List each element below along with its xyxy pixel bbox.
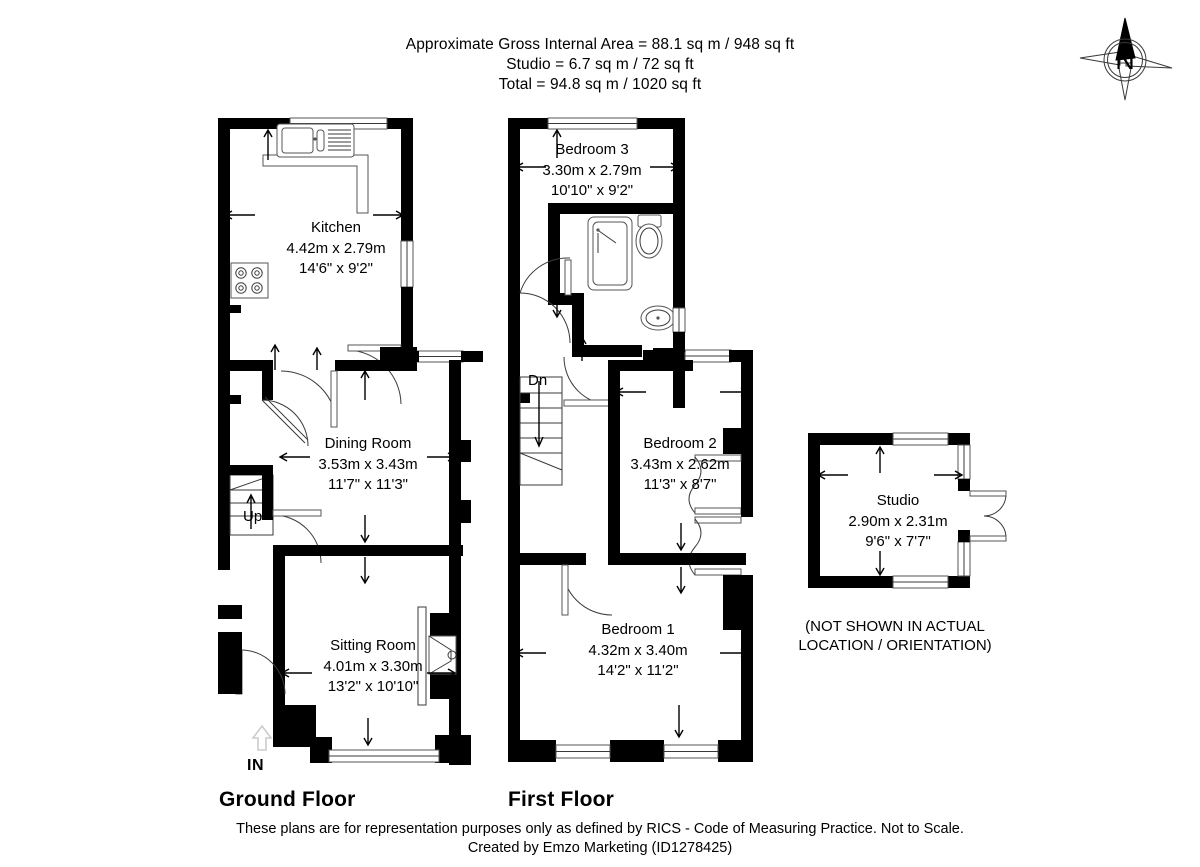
window-bedroom3-top xyxy=(547,117,638,130)
compass-label: N xyxy=(1115,45,1135,75)
room-metric: 4.01m x 3.30m xyxy=(323,657,423,675)
compass-north-icon: N xyxy=(1079,17,1173,101)
window-studio-right-bottom xyxy=(957,541,971,577)
room-metric: 4.32m x 3.40m xyxy=(588,641,688,659)
room-imperial: 14'2" x 11'2" xyxy=(597,662,679,679)
studio-note-line2: LOCATION / ORIENTATION) xyxy=(798,637,992,654)
studio-area-line: Studio = 6.7 sq m / 72 sq ft xyxy=(506,56,694,73)
room-imperial: 14'6" x 9'2" xyxy=(299,260,373,277)
window-bedroom1-left xyxy=(555,744,611,759)
door-dining-top xyxy=(280,370,338,428)
ground-floor-drawing xyxy=(218,117,483,765)
creator-line: Created by Emzo Marketing (ID1278425) xyxy=(467,840,733,856)
room-label-bedroom-2: Bedroom 2 3.43m x 2.62m 11'3" x 8'7" xyxy=(600,434,760,496)
window-sitting-bottom xyxy=(328,749,440,763)
room-metric: 3.43m x 2.62m xyxy=(630,455,730,473)
kitchen-counter xyxy=(262,154,369,214)
wardrobe-bedroom1 xyxy=(688,516,742,576)
entrance-in-label: IN xyxy=(247,757,264,774)
room-metric: 3.30m x 2.79m xyxy=(542,161,642,179)
first-floor-drawing xyxy=(508,117,753,762)
kitchen-sink-icon xyxy=(276,123,355,158)
dimension-arrows xyxy=(223,128,457,747)
staircase-down xyxy=(519,376,563,486)
dimension-arrows-studio xyxy=(816,445,964,577)
room-imperial: 9'6" x 7'7" xyxy=(865,533,931,550)
total-area-line: Total = 94.8 sq m / 1020 sq ft xyxy=(498,76,702,93)
room-name: Bedroom 3 xyxy=(555,141,629,158)
room-imperial: 11'7" x 11'3" xyxy=(327,476,409,493)
room-label-kitchen: Kitchen 4.42m x 2.79m 14'6" x 9'2" xyxy=(256,218,416,280)
disclaimer-line: These plans are for representation purpo… xyxy=(236,821,964,837)
dimension-arrows-first xyxy=(514,128,750,739)
window-studio-bottom xyxy=(892,575,949,589)
room-imperial: 10'10" x 9'2" xyxy=(550,182,634,199)
room-name: Sitting Room xyxy=(330,637,416,654)
room-metric: 2.90m x 2.31m xyxy=(848,512,948,530)
room-label-sitting-room: Sitting Room 4.01m x 3.30m 13'2" x 10'10… xyxy=(293,636,453,698)
door-bedroom1 xyxy=(561,564,613,616)
window-bedroom1-right xyxy=(663,744,719,759)
studio-note-line1: (NOT SHOWN IN ACTUAL xyxy=(805,618,985,635)
window-bathroom xyxy=(672,307,686,333)
room-label-dining-room: Dining Room 3.53m x 3.43m 11'7" x 11'3" xyxy=(288,434,448,496)
ground-floor-title: Ground Floor xyxy=(219,788,356,811)
room-metric: 4.42m x 2.79m xyxy=(286,239,386,257)
first-floor-title: First Floor xyxy=(508,788,615,811)
room-name: Kitchen xyxy=(310,219,362,236)
room-name: Studio xyxy=(876,492,920,509)
room-metric: 3.53m x 3.43m xyxy=(318,455,418,473)
room-imperial: 11'3" x 8'7" xyxy=(643,476,717,493)
basin-icon xyxy=(640,305,676,331)
stairs-down-label: Dn xyxy=(528,372,548,389)
door-hall xyxy=(261,396,309,447)
door-landing xyxy=(563,356,613,407)
entrance-arrow-icon xyxy=(251,724,273,751)
room-label-studio: Studio 2.90m x 2.31m 9'6" x 7'7" xyxy=(803,491,993,553)
kitchen-hob-icon xyxy=(230,262,269,299)
gross-internal-area-line: Approximate Gross Internal Area = 88.1 s… xyxy=(405,36,795,53)
room-name: Bedroom 1 xyxy=(601,621,675,638)
studio-orientation-note: (NOT SHOWN IN ACTUAL LOCATION / ORIENTAT… xyxy=(770,617,1020,655)
room-label-bedroom-3: Bedroom 3 3.30m x 2.79m 10'10" x 9'2" xyxy=(512,140,672,202)
room-imperial: 13'2" x 10'10" xyxy=(327,678,419,695)
door-bathroom xyxy=(519,257,572,344)
bathtub-icon xyxy=(587,216,633,291)
toilet-icon xyxy=(635,214,663,259)
studio-french-doors[interactable] xyxy=(969,490,1007,542)
stairs-up-label: Up xyxy=(243,508,263,525)
room-label-bedroom-1: Bedroom 1 4.32m x 3.40m 14'2" x 11'2" xyxy=(558,620,718,682)
studio-drawing xyxy=(808,432,1007,589)
fireplace-icon xyxy=(417,606,457,706)
window-studio-top xyxy=(892,432,949,446)
room-name: Bedroom 2 xyxy=(643,435,717,452)
wardrobe-bedroom2 xyxy=(688,454,742,515)
room-name: Dining Room xyxy=(324,435,412,452)
